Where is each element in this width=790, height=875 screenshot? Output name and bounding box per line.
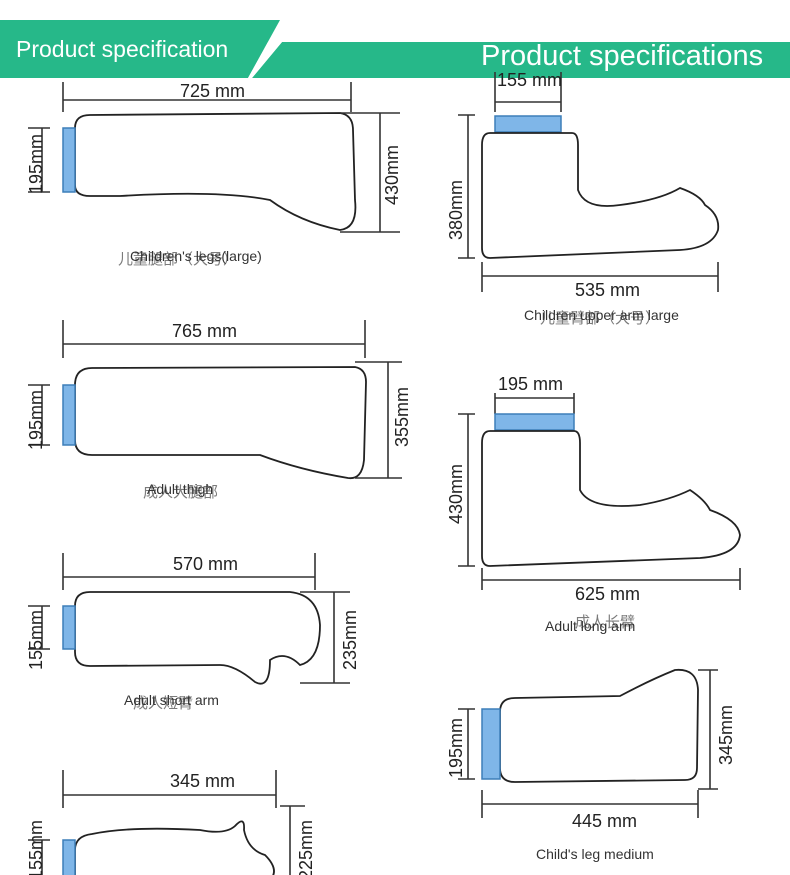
width-label: 535 mm bbox=[575, 280, 640, 300]
header-banner bbox=[0, 20, 790, 78]
caption-cn: 成人大腿部 bbox=[143, 483, 218, 501]
caption-cn: 儿童臂部（大号） bbox=[540, 309, 660, 327]
caption: Adult short arm bbox=[124, 692, 219, 708]
width-label: 725 mm bbox=[180, 81, 245, 101]
ring-label: 155mm bbox=[26, 820, 46, 875]
ring-label: 195mm bbox=[26, 134, 46, 194]
width-label: 570 mm bbox=[173, 554, 238, 574]
width-label-top: 155 mm bbox=[497, 70, 562, 90]
caption: Children's legs(large) bbox=[130, 248, 262, 264]
item-adult-short-arm: 570 mm 155mm 235mm 成人短臂 Adult short arm bbox=[26, 553, 360, 712]
item-small-arm: 345 mm 155mm 225mm bbox=[26, 770, 316, 875]
item-child-leg-medium: 195mm 345mm 445 mm Child's leg medium bbox=[446, 668, 736, 862]
ring-label: 195mm bbox=[446, 718, 466, 778]
caption: Child's leg medium bbox=[536, 846, 654, 862]
caption-cn: 成人长臂 bbox=[575, 613, 635, 631]
width-label-top: 195 mm bbox=[498, 374, 563, 394]
height-label: 355mm bbox=[392, 387, 412, 447]
ring-label: 155mm bbox=[26, 610, 46, 670]
item-children-leg-large: 725 mm 195mm 430mm 儿童腿部（大号） Children's l… bbox=[26, 81, 402, 268]
caption: Children upper arm large bbox=[524, 307, 679, 323]
header-title-right: Product specifications bbox=[481, 40, 764, 72]
caption-cn: 成人短臂 bbox=[133, 694, 193, 712]
item-children-upper-arm-large: 155 mm 380mm 535 mm 儿童臂部（大号） Children up… bbox=[446, 70, 720, 327]
caption: Adult thigh bbox=[147, 481, 213, 497]
width-label: 445 mm bbox=[572, 811, 637, 831]
height-label: 235mm bbox=[340, 610, 360, 670]
width-label: 625 mm bbox=[575, 584, 640, 604]
height-label: 430mm bbox=[446, 464, 466, 524]
ring-label: 195mm bbox=[26, 390, 46, 450]
caption: Adult long arm bbox=[545, 618, 635, 634]
height-label: 225mm bbox=[296, 820, 316, 875]
height-label: 380mm bbox=[446, 180, 466, 240]
width-label: 765 mm bbox=[172, 321, 237, 341]
item-adult-long-arm: 195 mm 430mm 625 mm 成人长臂 Adult long arm bbox=[446, 374, 741, 634]
caption-cn: 儿童腿部（大号） bbox=[118, 250, 238, 268]
item-adult-thigh: 765 mm 195mm 355mm 成人大腿部 Adult thigh bbox=[26, 320, 412, 501]
header-title-left: Product specification bbox=[16, 36, 229, 62]
height-label: 345mm bbox=[716, 705, 736, 765]
height-label: 430mm bbox=[382, 145, 402, 205]
width-label: 345 mm bbox=[170, 771, 235, 791]
